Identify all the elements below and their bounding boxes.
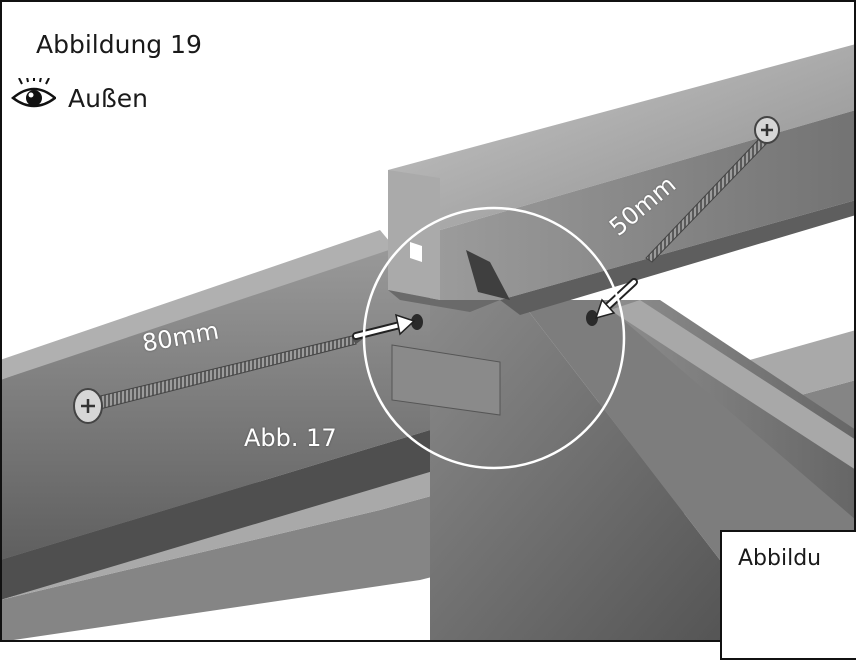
eye-icon bbox=[10, 76, 57, 114]
notch-shadow bbox=[466, 250, 510, 300]
left-beam-bottom bbox=[0, 430, 470, 600]
rafter-top bbox=[610, 300, 856, 470]
inset-label: Abbildu bbox=[738, 546, 822, 571]
post bbox=[430, 300, 720, 642]
figure-reference-label: Abb. 17 bbox=[244, 424, 337, 452]
screw-hole-left bbox=[411, 314, 423, 330]
arrow-right-hole bbox=[594, 278, 638, 320]
figure-title: Abbildung 19 bbox=[36, 30, 202, 59]
view-side-label: Außen bbox=[68, 84, 148, 113]
figure-border bbox=[0, 0, 856, 642]
detail-circle bbox=[362, 206, 626, 470]
connector-plate bbox=[391, 344, 501, 416]
screw-80mm bbox=[73, 335, 364, 424]
left-beam-top bbox=[0, 230, 395, 380]
rafter bbox=[600, 300, 856, 520]
screw-50mm bbox=[645, 116, 780, 263]
notch-gap bbox=[410, 242, 422, 262]
top-beam-groove bbox=[500, 200, 856, 315]
inset-panel: Abbildu bbox=[720, 530, 856, 660]
top-beam-top bbox=[388, 44, 856, 230]
screw-hole-right bbox=[586, 310, 598, 326]
left-beam-face bbox=[0, 242, 430, 560]
